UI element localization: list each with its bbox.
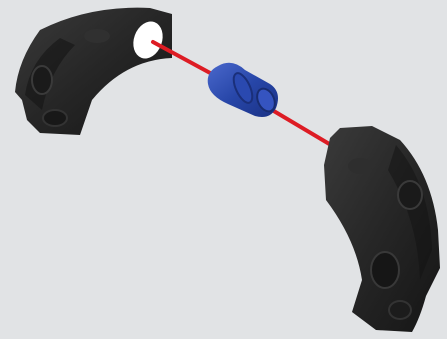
curved-brick-left-stud-top — [84, 29, 110, 43]
curved-brick-right-stud-top — [348, 158, 372, 174]
curved-brick-right-stud-lower — [389, 301, 411, 319]
curved-brick-left-stud-bottom — [43, 110, 67, 126]
curved-brick-right-stud-side — [398, 181, 422, 209]
curved-brick-right — [324, 126, 440, 332]
curved-brick-right-stud-bottom — [371, 252, 399, 288]
curved-brick-left — [15, 8, 172, 135]
curved-brick-left-stud-side — [32, 66, 52, 94]
connector-pin — [208, 63, 279, 117]
